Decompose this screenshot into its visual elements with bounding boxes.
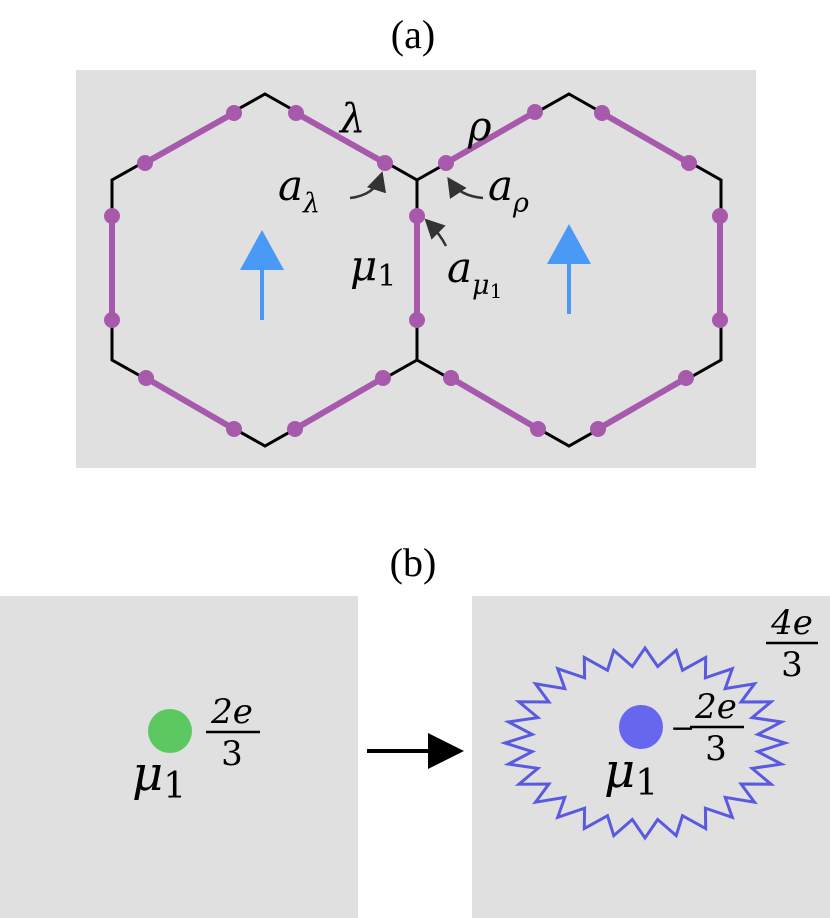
string-segment xyxy=(448,375,541,432)
svg-text:−: − xyxy=(670,711,695,746)
panel-b-label: (b) xyxy=(390,540,437,585)
string-segment-lambda xyxy=(293,110,388,166)
right-hexagon-outline xyxy=(415,92,723,448)
a-lambda-label: aλ xyxy=(278,161,320,219)
string-segment xyxy=(143,375,237,432)
transition-arrow-icon xyxy=(367,733,464,769)
right-outer-charge-fraction: 4e 3 xyxy=(766,603,818,685)
svg-text:3: 3 xyxy=(781,645,803,685)
svg-text:3: 3 xyxy=(221,734,243,774)
a-mu1-label: aμ1 xyxy=(447,243,502,303)
right-mu1-label: μ1 xyxy=(604,743,658,804)
svg-text:2e: 2e xyxy=(694,687,737,727)
string-segment-rho xyxy=(443,109,538,166)
left-hexagon-strings xyxy=(109,110,420,432)
a-lambda-pointer-arrow-icon xyxy=(349,171,387,200)
hexagon-lattice xyxy=(110,92,723,448)
string-segment xyxy=(142,110,237,166)
string-segment xyxy=(292,375,386,432)
lambda-label: λ xyxy=(338,96,365,142)
a-rho-pointer-arrow-icon xyxy=(447,176,484,200)
a-mu-pointer-arrow-icon xyxy=(424,218,448,247)
mu1-label: μ1 xyxy=(350,241,396,294)
svg-text:2e: 2e xyxy=(210,692,253,732)
panel-a-label: (a) xyxy=(391,12,435,57)
left-up-arrow-icon xyxy=(240,230,284,320)
svg-text:3: 3 xyxy=(705,729,727,769)
left-charge-fraction: 2e 3 xyxy=(206,692,260,774)
blue-charge-dot xyxy=(619,705,663,749)
string-segment xyxy=(595,375,689,432)
left-mu1-label: μ1 xyxy=(132,746,186,807)
right-inner-charge-fraction: − 2e 3 xyxy=(670,687,744,769)
panel-b-right-background xyxy=(472,596,830,918)
svg-text:4e: 4e xyxy=(770,603,813,643)
zigzag-boundary xyxy=(500,645,790,841)
a-rho-label: aρ xyxy=(488,161,529,219)
string-segment xyxy=(599,110,692,166)
panel-b-left-background xyxy=(0,596,358,918)
green-charge-dot xyxy=(148,709,192,753)
string-endpoints xyxy=(104,104,728,437)
rho-label: ρ xyxy=(467,104,492,150)
right-hexagon-strings xyxy=(443,109,723,432)
right-up-arrow-icon xyxy=(547,224,591,314)
